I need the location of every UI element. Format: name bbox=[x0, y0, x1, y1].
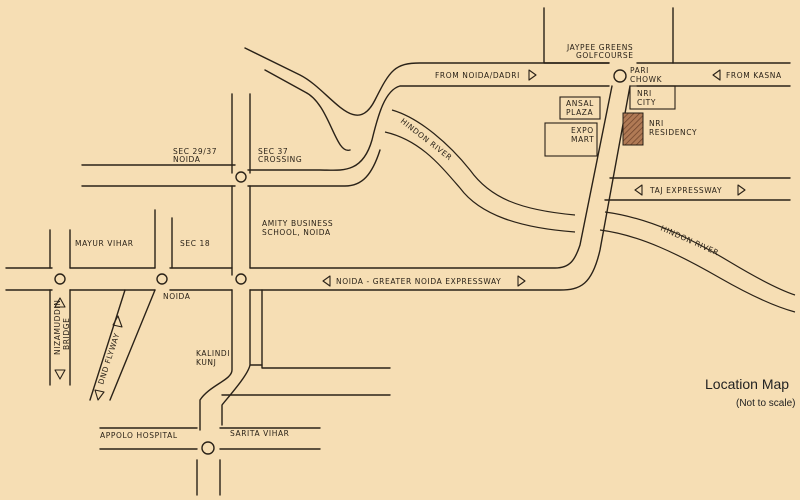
road-pari-south-left bbox=[249, 85, 613, 269]
label-expressway: NOIDA - GREATER NOIDA EXPRESSWAY bbox=[336, 277, 501, 286]
label-from-kasna: FROM KASNA bbox=[726, 71, 782, 80]
expo-mart-block bbox=[544, 122, 598, 157]
label-noida: NOIDA bbox=[163, 292, 191, 301]
road-kalindi-left bbox=[199, 289, 233, 431]
river-upper-bank-1 bbox=[391, 109, 576, 216]
sec37-roundabout bbox=[235, 171, 247, 183]
river-lower-bank-2 bbox=[599, 229, 796, 313]
label-ansal-1: ANSAL bbox=[566, 99, 594, 108]
appolo-roundabout bbox=[201, 441, 215, 455]
label-appolo: APPOLO HOSPITAL bbox=[100, 431, 178, 440]
label-kalindi-2: KUNJ bbox=[196, 358, 216, 367]
arrow-exp-left-icon bbox=[322, 275, 331, 287]
river-upper-bank-2 bbox=[384, 131, 576, 233]
label-from-dadri: FROM NOIDA/DADRI bbox=[435, 71, 520, 80]
hindon-river bbox=[384, 109, 796, 313]
label-sarita: SARITA VIHAR bbox=[230, 429, 290, 438]
label-sec37-1: SEC 37 bbox=[258, 147, 288, 156]
label-amity-1: AMITY BUSINESS bbox=[262, 219, 333, 228]
arrow-kasna-icon bbox=[712, 69, 721, 81]
road-dadri-inner bbox=[264, 69, 351, 151]
arrow-taj-left-icon bbox=[634, 184, 643, 196]
label-nizam-1: NIZAMUDDIN bbox=[53, 300, 62, 355]
label-sec18: SEC 18 bbox=[180, 239, 210, 248]
river-lower-bank-1 bbox=[604, 211, 796, 296]
label-hindon-upper: HINDON RIVER bbox=[399, 116, 454, 162]
arrow-taj-right-icon bbox=[737, 184, 746, 196]
road-dadri-outer bbox=[244, 47, 610, 116]
noida-roundabout bbox=[156, 273, 168, 285]
labels: JAYPEE GREENS GOLFCOURSE PARI CHOWK FROM… bbox=[53, 43, 782, 440]
label-ansal-2: PLAZA bbox=[566, 108, 594, 117]
road-pari-south-right bbox=[249, 85, 631, 291]
roundabouts bbox=[54, 69, 627, 455]
map-subtitle: (Not to scale) bbox=[736, 398, 795, 409]
road-network bbox=[5, 7, 791, 496]
road-kalindi-right bbox=[221, 289, 263, 426]
road-kalindi-east bbox=[261, 289, 391, 369]
label-jaypee-2: GOLFCOURSE bbox=[576, 51, 634, 60]
nri-residency-block bbox=[622, 112, 644, 146]
arrow-dnd-down-icon bbox=[94, 389, 105, 401]
label-nri-city-1: NRI bbox=[637, 89, 652, 98]
arrow-exp-right-icon bbox=[517, 275, 526, 287]
map-title: Location Map bbox=[705, 376, 789, 392]
road-dadri-loop bbox=[247, 85, 610, 171]
label-expo-2: MART bbox=[571, 135, 594, 144]
label-sec37-2: CROSSING bbox=[258, 155, 302, 164]
label-nri-res-1: NRI bbox=[649, 119, 664, 128]
label-sec29-2: NOIDA bbox=[173, 155, 201, 164]
label-expo-1: EXPO bbox=[571, 126, 594, 135]
label-nri-city-2: CITY bbox=[637, 98, 656, 107]
label-jaypee-1: JAYPEE GREENS bbox=[566, 43, 633, 52]
arrow-dnd-up-icon bbox=[112, 315, 123, 328]
label-sec29-1: SEC 29/37 bbox=[173, 147, 217, 156]
label-hindon-lower: HINDON RIVER bbox=[659, 224, 720, 258]
label-mayur: MAYUR VIHAR bbox=[75, 239, 134, 248]
nri-city-block bbox=[629, 85, 676, 110]
label-pari-1: PARI bbox=[630, 66, 649, 75]
mayur-roundabout bbox=[54, 273, 66, 285]
direction-arrows bbox=[54, 69, 746, 401]
arrow-nizam-down-icon bbox=[54, 369, 66, 380]
road-dnd-right bbox=[109, 289, 156, 401]
road-dnd-left bbox=[89, 289, 126, 401]
ansal-plaza-block bbox=[559, 96, 601, 120]
amity-roundabout bbox=[235, 273, 247, 285]
arrow-nizam-up-icon bbox=[54, 297, 66, 308]
label-nizam-2: BRIDGE bbox=[62, 318, 71, 351]
label-amity-2: SCHOOL, NOIDA bbox=[262, 228, 331, 237]
arrow-dadri-icon bbox=[528, 69, 537, 81]
label-kalindi-1: KALINDI bbox=[196, 349, 230, 358]
label-taj: TAJ EXPRESSWAY bbox=[649, 186, 722, 195]
road-sec29-bottom bbox=[81, 149, 381, 187]
buildings bbox=[544, 85, 676, 157]
label-pari-2: CHOWK bbox=[630, 75, 663, 84]
label-nri-res-2: RESIDENCY bbox=[649, 128, 697, 137]
pari-chowk-roundabout bbox=[613, 69, 627, 83]
